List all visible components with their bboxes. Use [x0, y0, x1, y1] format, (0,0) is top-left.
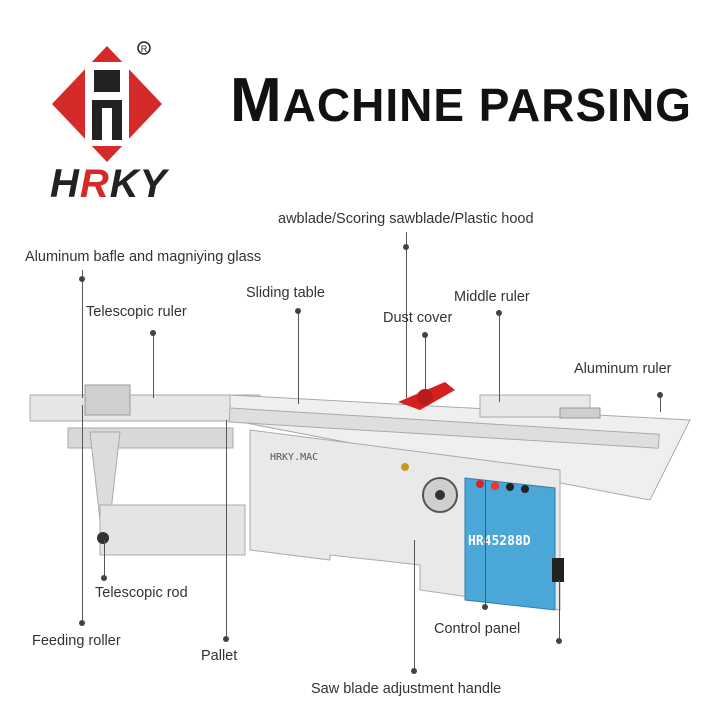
leader-aluminum-baffle — [82, 270, 83, 398]
dot-control-panel — [482, 604, 488, 610]
feeding-roller-wheel — [97, 532, 109, 544]
dot-pallet — [223, 636, 229, 642]
leader-middle-ruler — [499, 310, 500, 402]
brand-name-suffix: KY — [109, 162, 168, 206]
telescopic-rod-frame — [99, 504, 246, 556]
dot-side-switch — [556, 638, 562, 644]
leader-feeding-roller — [82, 405, 83, 625]
control-panel-box — [464, 477, 556, 611]
label-control-panel: Control panel — [434, 621, 521, 637]
side-switch — [552, 558, 564, 582]
hrky-logo-icon: R — [52, 41, 162, 162]
leader-pallet — [226, 420, 227, 638]
dot-sawblade — [403, 244, 409, 250]
page-title: Machine parsing — [230, 66, 692, 135]
leader-aluminum-ruler — [660, 392, 661, 412]
dot-telescopic-ruler — [150, 330, 156, 336]
dot-sliding-table — [295, 308, 301, 314]
label-dust-cover: Dust cover — [383, 310, 453, 326]
dot-dust-cover — [422, 332, 428, 338]
dot-middle-ruler — [496, 310, 502, 316]
brand-name-accent: R — [79, 162, 110, 206]
label-telescopic-ruler: Telescopic ruler — [86, 304, 187, 320]
label-aluminum-baffle: Aluminum bafle and magniying glass — [25, 249, 262, 265]
label-middle-ruler: Middle ruler — [454, 289, 530, 305]
label-feeding-roller: Feeding roller — [32, 633, 121, 649]
brand-name-prefix: H — [50, 162, 80, 206]
dot-feeding-roller — [79, 620, 85, 626]
leader-saw-blade-handle — [414, 540, 415, 672]
leader-control-panel — [485, 480, 486, 605]
dot-aluminum-ruler — [657, 392, 663, 398]
baffle-magnifier — [84, 384, 131, 416]
brand-name: HRKY — [50, 164, 167, 204]
label-pallet: Pallet — [201, 648, 238, 664]
leader-sawblade — [406, 232, 407, 398]
registered-mark: R — [141, 44, 148, 54]
leader-side-switch — [559, 580, 560, 640]
label-aluminum-ruler: Aluminum ruler — [574, 361, 672, 377]
sliding-rail — [228, 407, 660, 449]
telescopic-ruler-bar — [29, 394, 261, 422]
leader-sliding-table — [298, 308, 299, 404]
dot-saw-blade-handle — [411, 668, 417, 674]
brand-plate-text: HRKY.MAC — [270, 452, 318, 463]
label-telescopic-rod: Telescopic rod — [95, 585, 188, 601]
indicator-light — [401, 463, 409, 471]
leader-telescopic-ruler — [153, 330, 154, 398]
label-sawblade: awblade/Scoring sawblade/Plastic hood — [278, 211, 534, 227]
leader-telescopic-rod — [104, 540, 105, 578]
label-sliding-table: Sliding table — [246, 285, 325, 301]
dot-telescopic-rod — [101, 575, 107, 581]
leader-dust-cover — [425, 332, 426, 390]
model-plate-text: HR45288D — [468, 534, 531, 549]
dot-aluminum-baffle — [79, 276, 85, 282]
label-saw-blade-handle: Saw blade adjustment handle — [311, 681, 502, 697]
aluminum-ruler-end — [559, 407, 601, 419]
